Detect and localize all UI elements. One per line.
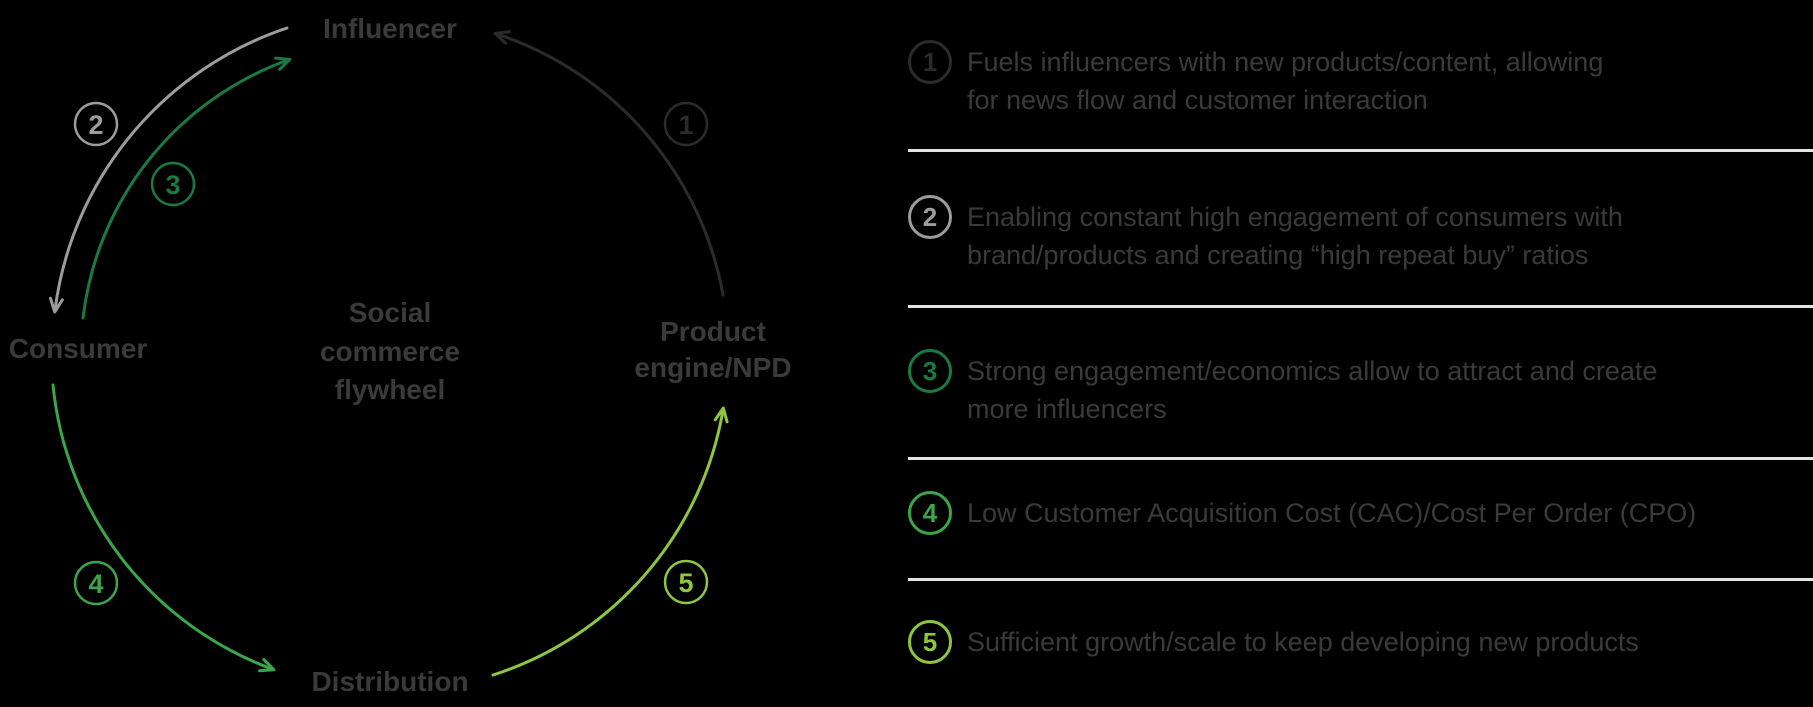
step-2-badge: 2 [908,195,952,239]
diagram-step-marker-5: 5 [663,559,709,605]
arrow-3-consumer-to-influencer [81,56,292,320]
step-1-text-line2: for news flow and customer interaction [967,85,1428,115]
svg-text:4: 4 [88,569,103,599]
step-4-text-line1: Low Customer Acquisition Cost (CAC)/Cost… [967,498,1697,528]
node-distribution: Distribution [311,666,468,697]
step-item-4: 4 Low Customer Acquisition Cost (CAC)/Co… [908,491,1696,535]
node-product-engine-line2: engine/NPD [634,352,791,383]
divider-1 [908,149,1813,152]
arrow-1-product-to-influencer [493,30,725,297]
diagram-center-title: Social commerce flywheel [320,297,460,405]
divider-3 [908,457,1813,460]
step-3-text-line2: more influencers [967,394,1167,424]
flywheel-diagram: 1 2 3 4 5 Influencer Consumer Distributi… [9,13,792,697]
step-item-2: 2 Enabling constant high engagement of c… [908,195,1623,274]
diagram-step-marker-3: 3 [150,161,196,207]
divider-2 [908,305,1813,308]
step-1-badge: 1 [908,40,952,84]
svg-text:Social: Social [349,297,431,328]
svg-text:5: 5 [678,568,693,598]
step-5-badge: 5 [908,620,952,664]
step-3-badge: 3 [908,349,952,393]
step-1-text-line1: Fuels influencers with new products/cont… [967,47,1604,77]
step-item-3: 3 Strong engagement/economics allow to a… [908,349,1657,428]
step-item-5: 5 Sufficient growth/scale to keep develo… [908,620,1639,664]
svg-text:flywheel: flywheel [335,374,445,405]
arrow-4-consumer-to-distribution [51,383,276,673]
diagram-step-marker-1: 1 [663,101,709,147]
svg-text:1: 1 [678,110,693,140]
step-5-text-line1: Sufficient growth/scale to keep developi… [967,627,1639,657]
svg-text:3: 3 [165,170,180,200]
arrow-5-distribution-to-product [491,406,729,677]
step-3-text-line1: Strong engagement/economics allow to att… [967,356,1658,386]
divider-4 [908,578,1813,581]
svg-text:2: 2 [88,110,103,140]
svg-text:commerce: commerce [320,336,460,367]
step-4-badge: 4 [908,491,952,535]
diagram-step-marker-4: 4 [73,560,119,606]
node-product-engine-line1: Product [660,316,766,347]
step-2-text-line1: Enabling constant high engagement of con… [967,202,1623,232]
arrow-2-influencer-to-consumer [48,26,289,314]
node-consumer: Consumer [9,333,148,364]
step-item-1: 1 Fuels influencers with new products/co… [908,40,1603,119]
step-2-text-line2: brand/products and creating “high repeat… [967,240,1589,270]
node-influencer: Influencer [323,13,457,44]
diagram-step-marker-2: 2 [73,101,119,147]
